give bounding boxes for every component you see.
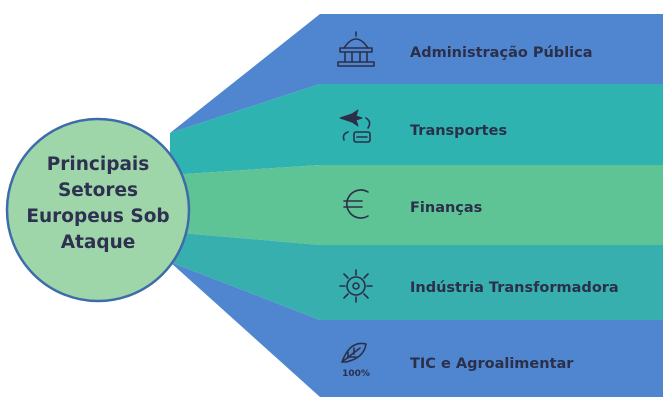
hub-circle	[5, 117, 191, 303]
transport-plane-car-icon	[339, 109, 371, 143]
sector-label-administracao-publica: Administração Pública	[410, 45, 593, 61]
government-building-icon	[337, 31, 375, 67]
sector-bands	[170, 14, 663, 397]
sector-label-transportes: Transportes	[410, 123, 507, 139]
sector-label-financas: Finanças	[410, 200, 482, 216]
hub-line-2: Setores	[58, 180, 138, 201]
band-tic-agroalimentar	[170, 262, 663, 397]
industry-gear-icon	[339, 269, 373, 303]
hub-line-4: Ataque	[61, 232, 136, 253]
euro-icon	[343, 189, 369, 219]
sector-label-industria-transformadora: Indústria Transformadora	[410, 280, 619, 296]
hub-line-1: Principais	[47, 154, 150, 175]
band-financas	[170, 165, 663, 245]
hub-line-3: Europeus Sob	[26, 206, 169, 227]
band-industria-transformadora	[170, 232, 663, 320]
hub: Principais Setores Europeus Sob Ataque	[5, 117, 191, 303]
agri-badge-text: 100%	[342, 369, 370, 379]
band-transportes	[170, 84, 663, 175]
agri-food-leaf-icon: 100%	[341, 342, 370, 379]
sector-label-tic-agroalimentar: TIC e Agroalimentar	[410, 356, 574, 372]
band-administracao-publica	[170, 14, 663, 133]
